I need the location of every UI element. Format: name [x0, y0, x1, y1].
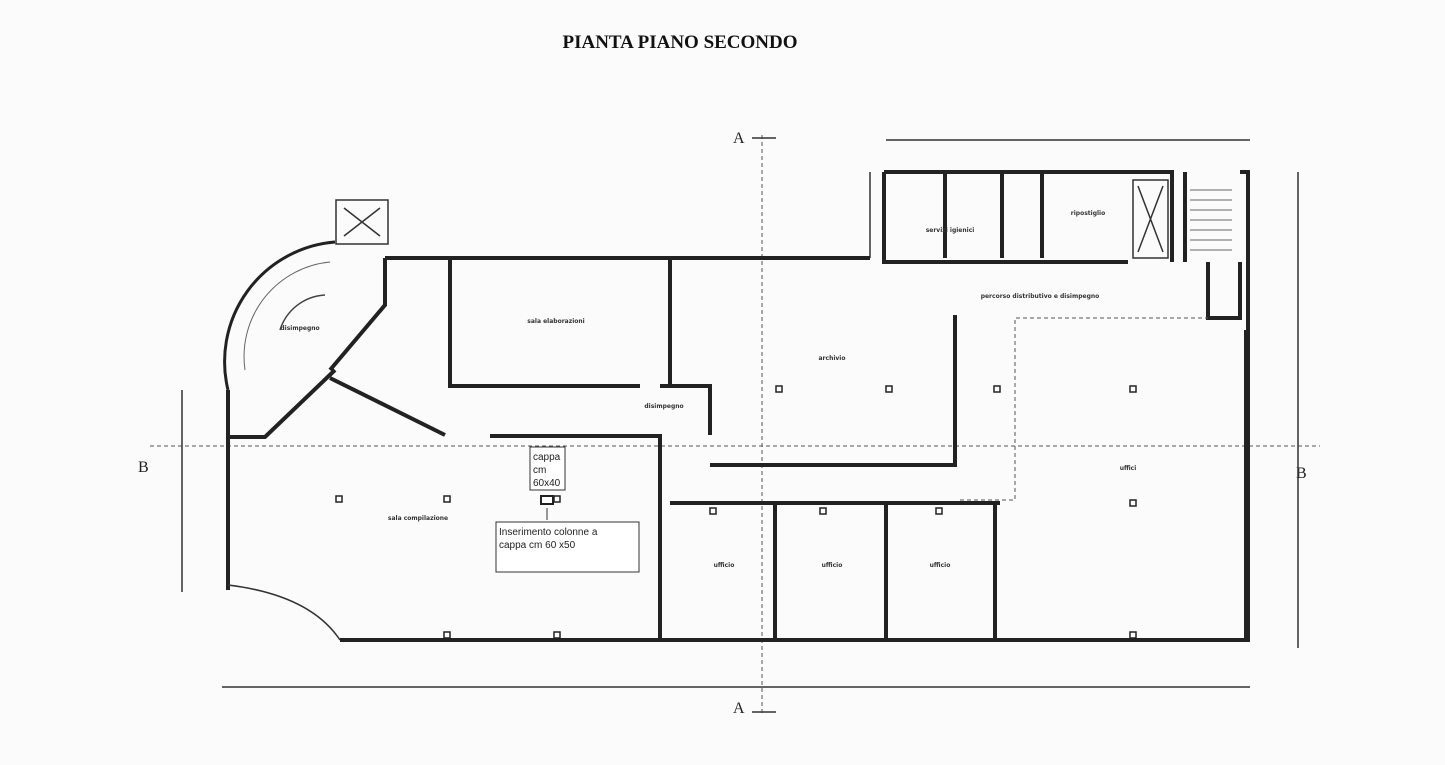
- room-label: percorso distributivo e disimpegno: [981, 293, 1100, 300]
- interior-walls: [228, 172, 1248, 640]
- room-label: ufficio: [822, 562, 843, 569]
- spiral-staircase: [223, 240, 336, 391]
- svg-text:cappa: cappa: [533, 452, 561, 463]
- outer-walls: [226, 170, 1250, 642]
- room-label: ufficio: [930, 562, 951, 569]
- dimension-lines: [181, 139, 1299, 688]
- section-marker-b-right: B: [1296, 465, 1307, 482]
- room-label: ripostiglio: [1071, 210, 1105, 217]
- svg-text:Inserimento colonne a: Inserimento colonne a: [499, 527, 598, 538]
- svg-text:cm: cm: [533, 465, 546, 476]
- svg-text:60x40: 60x40: [533, 478, 561, 489]
- room-label: uffici: [1120, 465, 1137, 472]
- elevator-shaft: [335, 199, 389, 245]
- note-inserimento-colonne: Inserimento colonne a cappa cm 60 x50: [495, 521, 640, 573]
- room-label: sala compilazione: [388, 515, 448, 522]
- note-cappa: cappa cm 60x40: [529, 446, 566, 520]
- curved-wall: [227, 584, 341, 641]
- section-marker-a-bottom: A: [733, 700, 745, 717]
- room-label: disimpegno: [644, 403, 683, 410]
- room-label: sala elaborazioni: [527, 318, 584, 325]
- room-label: archivio: [819, 355, 846, 362]
- svg-text:cappa cm 60 x50: cappa cm 60 x50: [499, 540, 576, 551]
- room-label: ufficio: [714, 562, 735, 569]
- area-boundary: [960, 317, 1208, 501]
- drawing-title: PIANTA PIANO SECONDO: [562, 32, 798, 53]
- stairs-right: [1190, 189, 1232, 251]
- section-marker-b-left: B: [138, 459, 149, 476]
- section-marker-a-top: A: [733, 130, 745, 147]
- elevator-shaft-right: [1132, 179, 1169, 259]
- room-label: servizi igienici: [926, 227, 975, 234]
- structural-columns: [335, 385, 1137, 639]
- room-label: disimpegno: [280, 325, 319, 332]
